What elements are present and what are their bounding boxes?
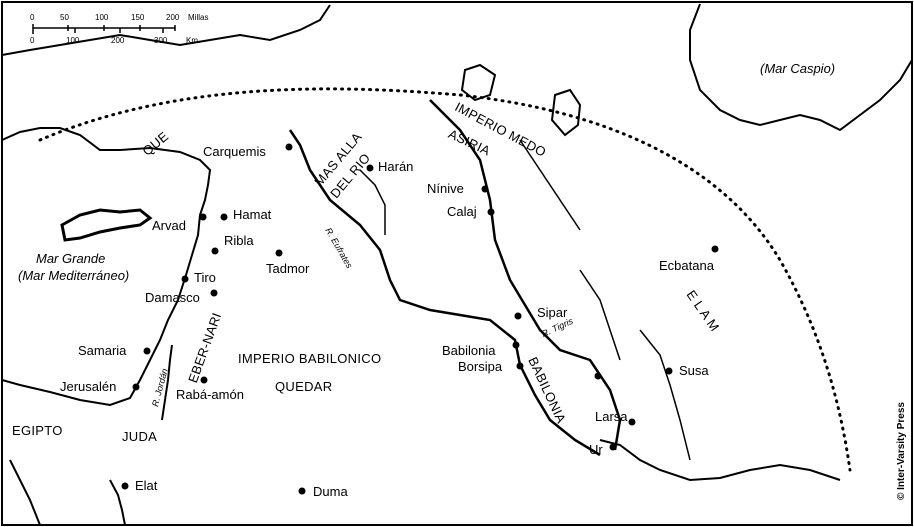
- label-susa: Susa: [679, 363, 709, 378]
- label-tadmor: Tadmor: [266, 261, 310, 276]
- scale-km-label: Km.: [186, 36, 201, 45]
- label-calaj: Calaj: [447, 204, 477, 219]
- city-dot-jerusalen: [132, 383, 140, 391]
- lake-van: [460, 63, 497, 102]
- gulf-aqaba: [109, 479, 126, 526]
- city-dot-borsipa: [516, 362, 524, 370]
- jordan-river: [161, 344, 173, 421]
- label-quedar: QUEDAR: [275, 379, 333, 394]
- median-boundary: [38, 87, 852, 472]
- lake-urmia: [550, 88, 582, 137]
- city-dot-hamat: [220, 213, 228, 221]
- tributary-3: [579, 269, 621, 361]
- city-dot-calaj: [487, 208, 495, 216]
- city-dot-samaria: [143, 347, 151, 355]
- city-dot-sipar: [514, 312, 522, 320]
- label-tiro: Tiro: [194, 270, 216, 285]
- city-dot-ecbatana: [711, 245, 719, 253]
- label-ninive: Nínive: [427, 181, 464, 196]
- label-raba-amon: Rabá-amón: [176, 387, 244, 402]
- label-larsa: Larsa: [595, 409, 628, 424]
- city-dot-duma: [298, 487, 306, 495]
- city-dot-haran: [366, 164, 374, 172]
- city-dot-raba-amon: [200, 376, 208, 384]
- label-imperio-babilonico: IMPERIO BABILONICO: [238, 351, 382, 366]
- label-sipar: Sipar: [537, 305, 568, 320]
- tributary-4: [519, 139, 581, 231]
- city-dot-tadmor: [275, 249, 283, 257]
- city-dot-ur: [609, 443, 617, 451]
- city-dot-ribla: [211, 247, 219, 255]
- city-dot-carquemis: [285, 143, 293, 151]
- label-hamat: Hamat: [233, 207, 272, 222]
- mediterranean-coast: [1, 127, 212, 407]
- scale-miles-150: 150: [131, 13, 145, 22]
- city-dot-elat: [121, 482, 129, 490]
- scale-km-0: 0: [30, 36, 35, 45]
- label-mar-caspio: (Mar Caspio): [760, 61, 836, 76]
- city-dot-susa: [665, 367, 673, 375]
- city-dot-ninive: [481, 185, 489, 193]
- tributary-1: [359, 169, 386, 235]
- persian-gulf: [599, 439, 841, 482]
- label-babilonia: Babilonia: [442, 343, 496, 358]
- label-duma: Duma: [313, 484, 348, 499]
- city-dot-larsa: [628, 418, 636, 426]
- credit-text: © Inter-Varsity Press: [896, 402, 907, 500]
- tributary-2: [639, 329, 691, 461]
- scale-km-100: 100: [66, 36, 80, 45]
- tigris-river: [429, 99, 622, 451]
- scale-bar-graphic: [32, 24, 176, 34]
- caspian-coast: [689, 3, 913, 132]
- scale-miles-label: Millas: [188, 13, 209, 22]
- scale-km-200: 200: [111, 36, 125, 45]
- scale-miles-200: 200: [166, 13, 180, 22]
- city-dot-babilonia: [512, 341, 520, 349]
- label-mar-grande: Mar Grande: [36, 251, 106, 266]
- label-elat: Elat: [135, 478, 158, 493]
- city-dot-arvad: [199, 213, 207, 221]
- label-egipto: EGIPTO: [12, 423, 63, 438]
- scale-miles-100: 100: [95, 13, 109, 22]
- city-markers: [121, 143, 719, 495]
- sinai-coast: [9, 459, 41, 526]
- scale-miles-50: 50: [60, 13, 69, 22]
- label-juda: JUDA: [122, 429, 158, 444]
- scale-km-300: 300: [154, 36, 168, 45]
- label-ecbatana: Ecbatana: [659, 258, 714, 273]
- euphrates-river: [288, 129, 601, 457]
- label-samaria: Samaria: [78, 343, 127, 358]
- north-coast: [1, 4, 331, 56]
- label-arvad: Arvad: [152, 218, 186, 233]
- label-haran: Harán: [378, 159, 414, 174]
- scale-miles-0: 0: [30, 13, 35, 22]
- label-jerusalen: Jerusalén: [60, 379, 117, 394]
- cyprus: [60, 208, 153, 242]
- city-dot-damasco: [210, 289, 218, 297]
- label-borsipa: Borsipa: [458, 359, 503, 374]
- label-ribla: Ribla: [224, 233, 254, 248]
- city-dot-extra: [594, 372, 602, 380]
- label-damasco: Damasco: [145, 290, 200, 305]
- city-dot-tiro: [181, 275, 189, 283]
- label-carquemis: Carquemis: [203, 144, 266, 159]
- label-mar-mediterraneo: (Mar Mediterráneo): [18, 268, 130, 283]
- label-ur: Ur: [589, 442, 603, 457]
